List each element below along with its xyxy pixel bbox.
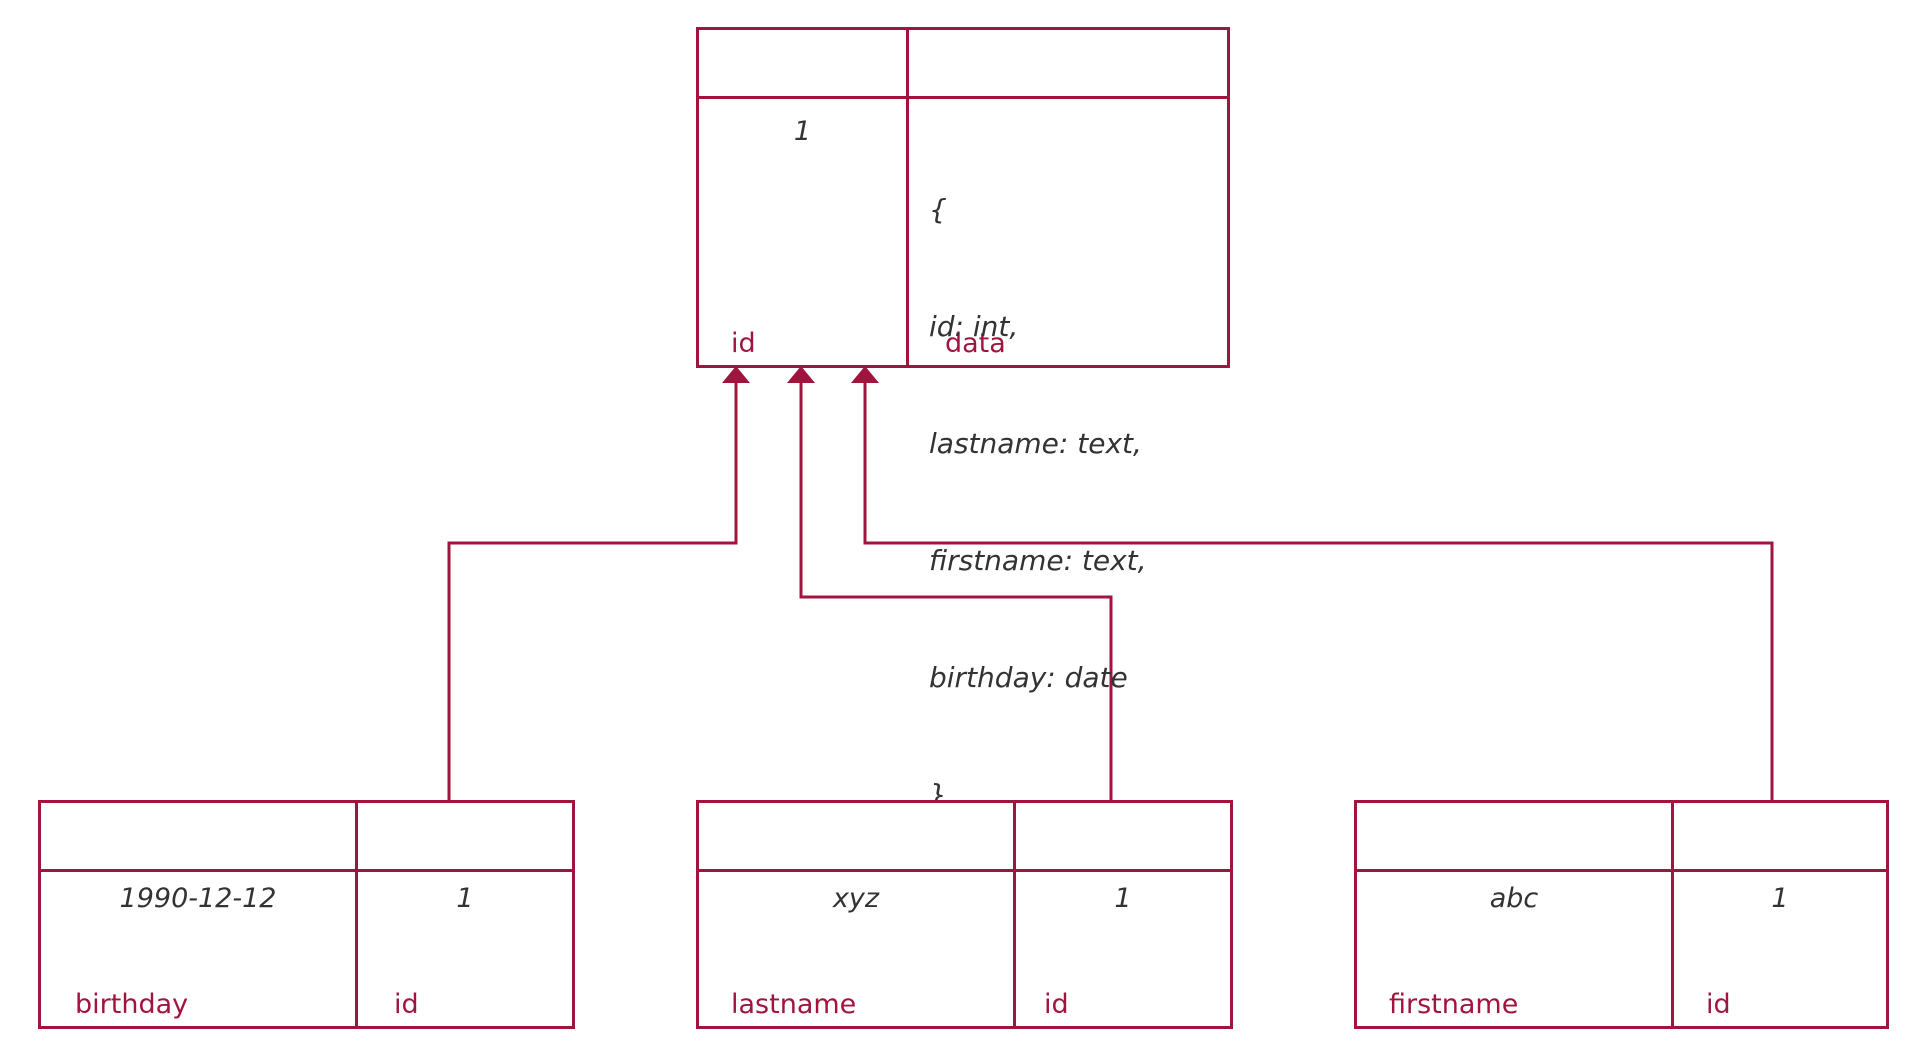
main-id-value: 1: [793, 116, 812, 147]
birthday-id-value: 1: [456, 883, 474, 914]
lastname-id-column: id 1: [1013, 803, 1230, 1026]
data-line: firstname: text,: [929, 544, 1147, 577]
firstname-table-header: [1357, 803, 1886, 872]
birthday-table: birthday 1990-12-12 id 1: [38, 800, 575, 1029]
firstname-id-column: id 1: [1671, 803, 1886, 1026]
firstname-table: firstname abc id 1: [1354, 800, 1889, 1029]
lastname-header: lastname: [731, 989, 857, 1020]
main-data-header: data: [945, 328, 1006, 359]
main-table-header: [699, 30, 1227, 99]
main-table: id 1 data { id: int, lastname: text, fir…: [696, 27, 1230, 811]
data-line: id: int,: [929, 310, 1019, 343]
birthday-connector: [447, 380, 738, 800]
birthday-header: birthday: [75, 989, 189, 1020]
birthday-value: 1990-12-12: [119, 883, 277, 914]
firstname-header: firstname: [1389, 989, 1519, 1020]
arrowhead-firstname: [851, 366, 879, 383]
lastname-value: xyz: [832, 883, 880, 914]
data-line: birthday: date: [929, 661, 1128, 694]
firstname-id-value: 1: [1771, 883, 1789, 914]
lastname-column: lastname xyz: [699, 803, 1013, 1026]
main-data-column: data { id: int, lastname: text, firstnam…: [906, 30, 1227, 811]
firstname-column: firstname abc: [1357, 803, 1671, 1026]
firstname-id-header: id: [1706, 989, 1731, 1020]
lastname-id-value: 1: [1114, 883, 1132, 914]
lastname-table-header: [699, 803, 1230, 872]
arrowhead-lastname: [787, 366, 815, 383]
birthday-id-column: id 1: [355, 803, 572, 1026]
lastname-connector: [799, 380, 1113, 800]
data-line: {: [929, 193, 947, 226]
main-id-column: id 1: [699, 30, 906, 365]
firstname-value: abc: [1489, 883, 1539, 914]
birthday-table-header: [41, 803, 572, 872]
firstname-connector: [863, 380, 1774, 800]
main-data-value: { id: int, lastname: text, firstname: te…: [929, 112, 1147, 892]
data-line: lastname: text,: [929, 427, 1142, 460]
lastname-table: lastname xyz id 1: [696, 800, 1233, 1029]
birthday-column: birthday 1990-12-12: [41, 803, 355, 1026]
main-id-header: id: [731, 328, 756, 359]
birthday-id-header: id: [394, 989, 419, 1020]
lastname-id-header: id: [1044, 989, 1069, 1020]
arrowhead-birthday: [722, 366, 750, 383]
